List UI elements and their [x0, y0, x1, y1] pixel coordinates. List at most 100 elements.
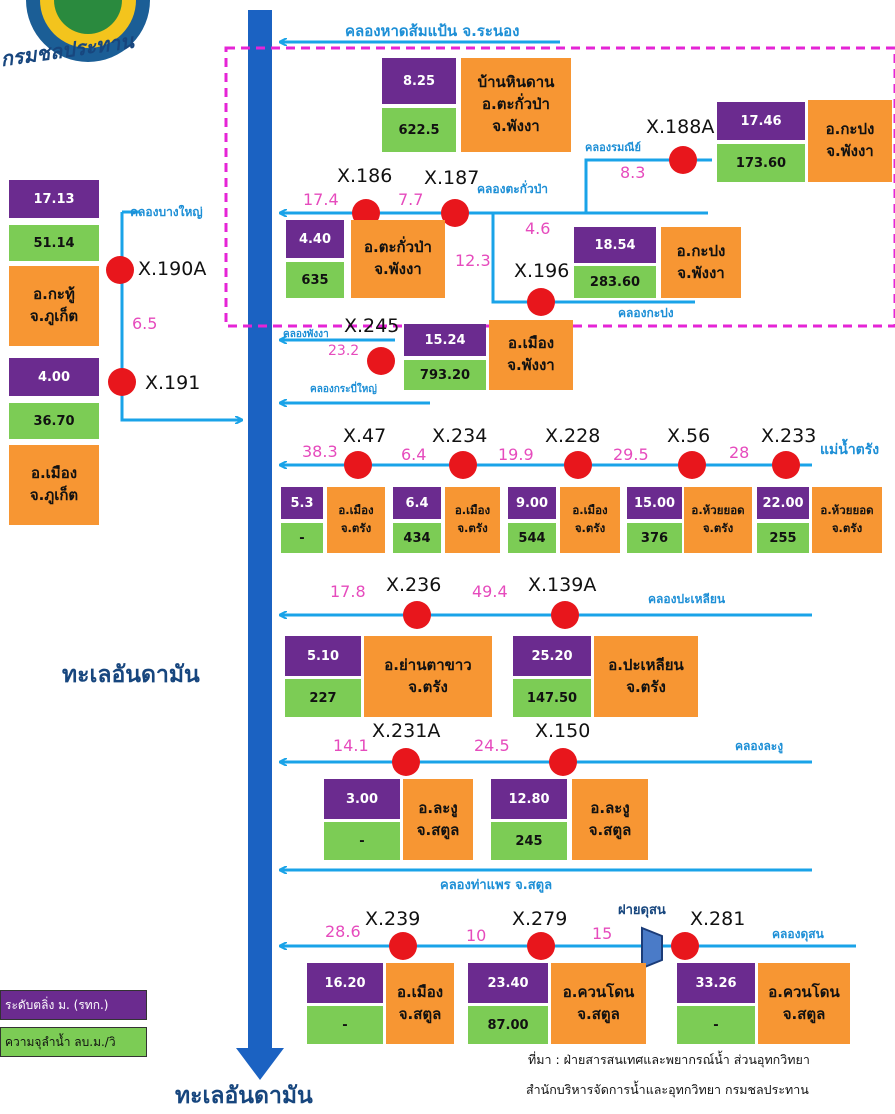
district-text: อ.ปะเหลียน — [608, 655, 684, 674]
distance-label: 17.4 — [303, 190, 339, 209]
station-id-x187: X.187 — [424, 167, 480, 189]
district-text: อ.เมือง — [396, 982, 444, 1001]
station-dot-x188a — [669, 146, 697, 174]
location-box: อ.กะทู้ จ.ภูเก็ต — [9, 266, 99, 346]
station-id-x245: X.245 — [344, 315, 400, 337]
canal-label-rommani: คลองรมณีย์ — [585, 141, 641, 154]
district-text: อ.กะทู้ — [33, 285, 75, 304]
province-text: จ.ตรัง — [574, 521, 606, 535]
distance-label: 23.2 — [328, 343, 360, 359]
district-text: บ้านหินดาน — [477, 73, 555, 92]
distance-label: 7.7 — [398, 190, 424, 209]
province-text: จ.ภูเก็ต — [29, 307, 79, 325]
location-box: อ.เมือง จ.สตูล — [386, 963, 454, 1044]
station-dot-x191 — [108, 368, 136, 396]
station-id-x228: X.228 — [545, 425, 601, 447]
location-box: อ.ละงู จ.สตูล — [572, 779, 648, 860]
district-text: อ.เมือง — [507, 334, 555, 353]
area-box: 283.60 — [574, 266, 656, 298]
province-text: จ.ตรัง — [457, 521, 488, 535]
datum-box: 15.00 — [627, 487, 682, 519]
station-id-x233: X.233 — [761, 425, 817, 447]
province-text: จ.ตรัง — [340, 521, 372, 535]
area-box: 36.70 — [9, 403, 99, 439]
district-text: อ.เมือง — [454, 503, 491, 518]
station-id-x279: X.279 — [512, 908, 568, 930]
district-text: อ.กะปง — [676, 241, 726, 260]
canal-label-palian: คลองปะเหลียน — [648, 592, 726, 606]
weir-icon — [641, 926, 663, 970]
province-text: จ.พังงา — [677, 263, 725, 282]
location-text: อ.ตะกั่วป่า — [482, 95, 550, 114]
distance-label: 28.6 — [325, 922, 361, 941]
canal-label-hat-som-paen: คลองหาดส้มแป้น จ.ระนอง — [345, 22, 520, 40]
location-box: อ.กะปง จ.พังงา — [808, 100, 892, 182]
canal-label-la-ngu: คลองละงู — [735, 739, 784, 753]
distance-label: 24.5 — [474, 736, 510, 755]
province-text: จ.สตูล — [588, 820, 632, 839]
agency-logo — [26, 0, 150, 62]
area-box: 173.60 — [717, 144, 805, 182]
station-id-x190a: X.190A — [138, 258, 207, 280]
datum-box: 15.24 — [404, 324, 486, 356]
datum-box: 18.54 — [574, 227, 656, 263]
datum-box: 16.20 — [307, 963, 383, 1003]
datum-box: 12.80 — [491, 779, 567, 819]
area-box: 51.14 — [9, 225, 99, 261]
datum-box: 5.10 — [285, 636, 361, 676]
datum-box: 4.40 — [286, 220, 344, 258]
station-id-x196: X.196 — [514, 260, 570, 282]
district-text: อ.ห้วยยอด — [691, 503, 745, 518]
district-text: อ.ละงู — [590, 798, 630, 817]
area-box: 376 — [627, 523, 682, 553]
province-text: จ.พังงา — [374, 260, 422, 278]
legend-datum: ระดับตลิ่ง ม. (รทก.) — [0, 990, 147, 1020]
province-text: จ.พังงา — [507, 356, 555, 374]
station-dot-x234 — [449, 451, 477, 479]
station-id-x139a: X.139A — [528, 574, 597, 596]
distance-label: 8.3 — [620, 163, 646, 182]
station-id-x231a: X.231A — [372, 720, 441, 742]
canal-label-dusun: คลองดุสน — [772, 927, 824, 941]
location-box: อ.เมือง จ.ตรัง — [445, 487, 500, 553]
datum-box: 25.20 — [513, 636, 591, 676]
province-text: จ.พังงา — [826, 142, 874, 160]
station-dot-x245 — [367, 347, 395, 375]
district-text: อ.ห้วยยอด — [820, 503, 874, 518]
area-box: - — [677, 1006, 755, 1044]
source-line-1: ที่มา : ฝ่ายสารสนเทศและพยากรณ์น้ำ ส่วนอุ… — [528, 1052, 810, 1067]
area-box: 434 — [393, 523, 441, 553]
distance-label: 28 — [729, 443, 750, 462]
datum-box: 5.3 — [281, 487, 323, 519]
station-dot-x233 — [772, 451, 800, 479]
location-box: อ.เมือง จ.ตรัง — [560, 487, 620, 553]
location-box: บ้านหินดาน อ.ตะกั่วป่า จ.พังงา — [461, 58, 571, 152]
district-text: อ.กะปง — [825, 120, 875, 139]
area-box: 635 — [286, 262, 344, 298]
distance-label: 12.3 — [455, 251, 491, 270]
distance-label: 10 — [466, 926, 487, 945]
area-box: 793.20 — [404, 360, 486, 390]
datum-box: 17.46 — [717, 102, 805, 140]
province-text: จ.สตูล — [577, 1004, 620, 1023]
province-text: จ.พังงา — [492, 116, 540, 135]
station-dot-x236 — [403, 601, 431, 629]
province-text: จ.สตูล — [782, 1004, 826, 1023]
district-text: อ.ควนโดน — [768, 982, 840, 1001]
sea-label-bottom: ทะเลอันดามัน — [175, 1083, 313, 1109]
station-dot-x196 — [527, 288, 555, 316]
location-box: อ.เมือง จ.พังงา — [489, 320, 573, 390]
datum-box: 6.4 — [393, 487, 441, 519]
area-box: 227 — [285, 679, 361, 717]
location-box: อ.ละงู จ.สตูล — [403, 779, 473, 860]
datum-box: 23.40 — [468, 963, 548, 1003]
station-dot-x56 — [678, 451, 706, 479]
datum-box: 4.00 — [9, 358, 99, 396]
area-box: - — [281, 523, 323, 553]
station-dot-x239 — [389, 932, 417, 960]
distance-label: 6.4 — [401, 445, 427, 464]
sea-label-middle: ทะเลอันดามัน — [62, 662, 200, 688]
province-text: จ.ตรัง — [626, 677, 666, 696]
